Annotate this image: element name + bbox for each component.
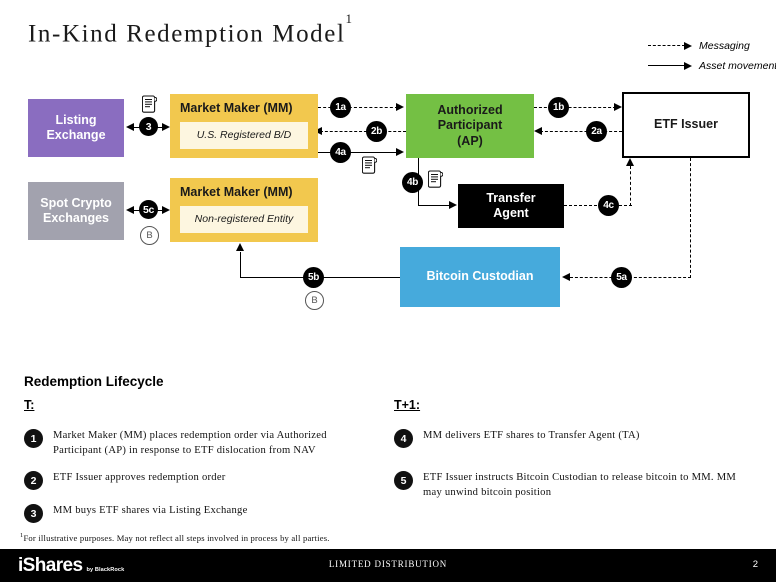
step-badge-3[interactable]: 3 — [139, 117, 158, 136]
lifecycle-step-3-number: 3 — [24, 504, 43, 523]
node-market-maker-1-title: Market Maker (MM) — [180, 101, 293, 115]
dashed-arrow-icon — [648, 41, 693, 51]
node-bitcoin-custodian[interactable]: Bitcoin Custodian — [400, 247, 560, 307]
ishares-logo: iShares by BlackRock — [18, 555, 124, 577]
lifecycle-step-4-text: MM delivers ETF shares to Transfer Agent… — [423, 430, 640, 441]
connector-4c-arrow — [626, 158, 634, 166]
node-etf-issuer-label: ETF Issuer — [654, 117, 718, 132]
node-transfer-agent-line1: Transfer — [486, 190, 536, 205]
step-badge-5c[interactable]: 5c — [139, 200, 158, 219]
node-market-maker-registered[interactable]: Market Maker (MM) U.S. Registered B/D — [170, 94, 318, 158]
connector-2b-arrow — [314, 127, 322, 135]
step-badge-4b[interactable]: 4b — [402, 172, 423, 193]
footnote-marker: 1 — [20, 532, 24, 539]
lifecycle-column-head-t: T: — [24, 398, 35, 412]
step-badge-2a[interactable]: 2a — [586, 121, 607, 142]
connector-1b — [534, 107, 616, 108]
legend-label-messaging: Messaging — [699, 40, 750, 52]
node-listing-exchange-line1: Listing — [55, 112, 97, 127]
page-title: In-Kind Redemption Model1 — [28, 11, 352, 48]
connector-2b — [320, 131, 406, 132]
legend: Messaging Asset movement — [648, 38, 776, 78]
step-badge-1a[interactable]: 1a — [330, 97, 351, 118]
step-badge-1b[interactable]: 1b — [548, 97, 569, 118]
node-transfer-agent-line2: Agent — [493, 206, 529, 220]
connector-4c-vertical — [630, 166, 631, 206]
connector-5b-arrow — [236, 243, 244, 251]
footer-distribution-label: LIMITED DISTRIBUTION — [328, 559, 448, 569]
node-listing-exchange-line2: Exchange — [46, 128, 106, 142]
lifecycle-step-2-text: ETF Issuer approves redemption order — [53, 472, 226, 483]
connector-1a-arrow — [396, 103, 404, 111]
step-badge-2b[interactable]: 2b — [366, 121, 387, 142]
connector-5c-arrow-left — [126, 206, 134, 214]
bitcoin-marker-5b: B — [305, 291, 324, 310]
lifecycle-step-4-number: 4 — [394, 429, 413, 448]
node-market-maker-2-subtitle: Non-registered Entity — [180, 206, 308, 233]
node-bitcoin-custodian-label: Bitcoin Custodian — [426, 269, 534, 284]
brand-byline: by BlackRock — [86, 567, 125, 573]
lifecycle-step-1-number: 1 — [24, 429, 43, 448]
connector-4a-arrow — [396, 148, 404, 156]
step-badge-4c[interactable]: 4c — [598, 195, 619, 216]
connector-5c-arrow-right — [162, 206, 170, 214]
connector-4b-arrow — [449, 201, 457, 209]
node-etf-issuer[interactable]: ETF Issuer — [622, 92, 750, 158]
node-ap-line3: (AP) — [457, 133, 483, 148]
lifecycle-column-head-t1: T+1: — [394, 398, 421, 412]
lifecycle-step-3-text: MM buys ETF shares via Listing Exchange — [53, 505, 248, 516]
lifecycle-step-1: 1 Market Maker (MM) places redemption or… — [24, 428, 374, 458]
connector-1a — [318, 107, 398, 108]
lifecycle-step-1-text: Market Maker (MM) places redemption orde… — [53, 430, 327, 457]
footnote-text: For illustrative purposes. May not refle… — [23, 532, 330, 543]
document-icon-step3 — [141, 95, 158, 113]
node-market-maker-2-title: Market Maker (MM) — [180, 185, 293, 199]
lifecycle-step-3: 3 MM buys ETF shares via Listing Exchang… — [24, 503, 374, 523]
page-title-text: In-Kind Redemption Model — [28, 20, 346, 48]
connector-1b-arrow — [614, 103, 622, 111]
lifecycle-heading: Redemption Lifecycle — [24, 374, 164, 389]
step-badge-4a[interactable]: 4a — [330, 142, 351, 163]
connector-4a — [318, 152, 398, 153]
connector-5a-vertical — [690, 158, 691, 278]
title-footnote-marker: 1 — [345, 11, 353, 26]
node-spot-crypto-line2: Exchanges — [42, 211, 109, 225]
document-icon-step4a — [361, 156, 378, 174]
node-spot-crypto-line1: Spot Crypto — [40, 195, 112, 210]
legend-item-messaging: Messaging — [648, 38, 776, 54]
lifecycle-step-5: 5 ETF Issuer instructs Bitcoin Custodian… — [394, 470, 754, 500]
connector-5b-vertical — [240, 252, 241, 278]
footer-bar: iShares by BlackRock LIMITED DISTRIBUTIO… — [0, 549, 776, 582]
connector-2a — [540, 131, 622, 132]
lifecycle-step-2: 2 ETF Issuer approves redemption order — [24, 470, 374, 490]
page-number: 2 — [752, 559, 758, 570]
connector-4b-horizontal — [418, 205, 450, 206]
lifecycle-step-4: 4 MM delivers ETF shares to Transfer Age… — [394, 428, 754, 448]
step-badge-5a[interactable]: 5a — [611, 267, 632, 288]
legend-label-asset-movement: Asset movement — [699, 60, 776, 72]
legend-item-asset-movement: Asset movement — [648, 58, 776, 74]
footnote: 1For illustrative purposes. May not refl… — [20, 532, 330, 543]
solid-arrow-icon — [648, 61, 693, 71]
document-icon-step4b — [427, 170, 444, 188]
node-authorized-participant[interactable]: Authorized Participant (AP) — [406, 94, 534, 158]
connector-2a-arrow — [534, 127, 542, 135]
connector-3-arrow-left — [126, 123, 134, 131]
node-ap-line2: Participant — [437, 118, 503, 133]
brand-name: iShares — [18, 555, 83, 576]
node-ap-line1: Authorized — [437, 103, 503, 118]
lifecycle-step-2-number: 2 — [24, 471, 43, 490]
node-market-maker-1-subtitle: U.S. Registered B/D — [180, 122, 308, 149]
node-market-maker-nonregistered[interactable]: Market Maker (MM) Non-registered Entity — [170, 178, 318, 242]
node-transfer-agent[interactable]: Transfer Agent — [458, 184, 564, 228]
lifecycle-step-5-text: ETF Issuer instructs Bitcoin Custodian t… — [423, 472, 737, 499]
node-listing-exchange[interactable]: Listing Exchange — [28, 99, 124, 157]
connector-5a-arrow — [562, 273, 570, 281]
bitcoin-marker-5c: B — [140, 226, 159, 245]
step-badge-5b[interactable]: 5b — [303, 267, 324, 288]
lifecycle-step-5-number: 5 — [394, 471, 413, 490]
connector-3-arrow-right — [162, 123, 170, 131]
node-spot-crypto-exchanges[interactable]: Spot Crypto Exchanges — [28, 182, 124, 240]
